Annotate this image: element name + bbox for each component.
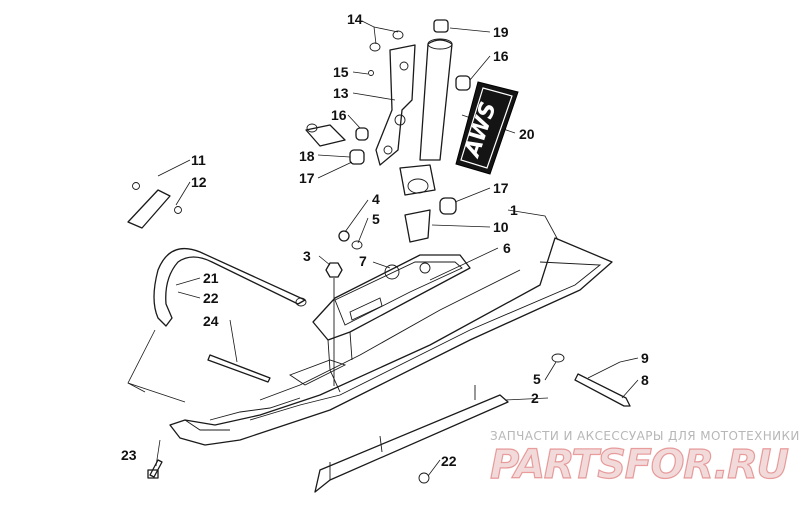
callout-16-right: 16	[493, 48, 509, 64]
leader-lines	[127, 20, 639, 477]
callout-5-top: 5	[372, 211, 380, 227]
callout-5-right: 5	[533, 371, 541, 387]
bushing-17-right	[439, 197, 457, 215]
bushing-17-left	[349, 149, 365, 165]
callout-2: 2	[531, 390, 539, 406]
bushing-18	[305, 123, 346, 147]
callout-23: 23	[121, 447, 137, 463]
clip-11	[127, 182, 182, 229]
callout-10: 10	[493, 219, 509, 235]
cap-19	[433, 19, 449, 33]
callout-20: 20	[519, 126, 535, 142]
callout-22-left: 22	[203, 290, 219, 306]
callout-8: 8	[641, 372, 649, 388]
nut-3	[325, 262, 343, 386]
callout-3: 3	[303, 248, 311, 264]
callout-13: 13	[333, 85, 349, 101]
callout-15: 15	[333, 64, 349, 80]
wear-bar-2	[314, 385, 509, 493]
spindle	[375, 38, 453, 196]
fitting-15	[368, 70, 374, 76]
callout-17-right: 17	[493, 180, 509, 196]
callout-9: 9	[641, 350, 649, 366]
bushing-16-right	[455, 75, 471, 91]
callout-17-left: 17	[299, 170, 315, 186]
bolt-8	[574, 361, 631, 407]
callout-7: 7	[359, 253, 367, 269]
ski-body	[169, 237, 613, 446]
washer-5-top	[351, 240, 363, 250]
bolt-23	[147, 459, 163, 479]
callout-22-bottom: 22	[441, 453, 457, 469]
callout-21: 21	[203, 270, 219, 286]
callout-12: 12	[191, 174, 207, 190]
callout-24: 24	[203, 313, 219, 329]
watermark: ЗАПЧАСТИ И АКСЕССУАРЫ ДЛЯ МОТОТЕХНИКИ PA…	[489, 429, 800, 489]
nut-4	[338, 230, 350, 242]
ski-loop-21	[153, 247, 307, 327]
callout-4: 4	[372, 191, 380, 207]
callout-1: 1	[510, 202, 518, 218]
stop-block-10	[404, 209, 431, 243]
bolt-24	[207, 354, 271, 383]
callout-labels: 14 19 16 15 13 16 20 18 17 11 12 4 17 1 …	[121, 11, 649, 469]
callout-19: 19	[493, 24, 509, 40]
callout-18: 18	[299, 148, 315, 164]
bushing-16-left	[355, 127, 369, 141]
watermark-subtitle: ЗАПЧАСТИ И АКСЕССУАРЫ ДЛЯ МОТОТЕХНИКИ	[490, 429, 800, 443]
callout-11: 11	[191, 152, 206, 168]
ski-saddle	[312, 254, 471, 393]
watermark-logo: PARTSFOR.RU	[490, 442, 790, 488]
callout-16-left: 16	[331, 107, 347, 123]
callout-14: 14	[347, 11, 363, 27]
aws-decal-20: AWS	[455, 81, 519, 175]
washer-14	[369, 30, 404, 52]
callout-6: 6	[503, 240, 511, 256]
washer-5-right	[551, 353, 565, 363]
